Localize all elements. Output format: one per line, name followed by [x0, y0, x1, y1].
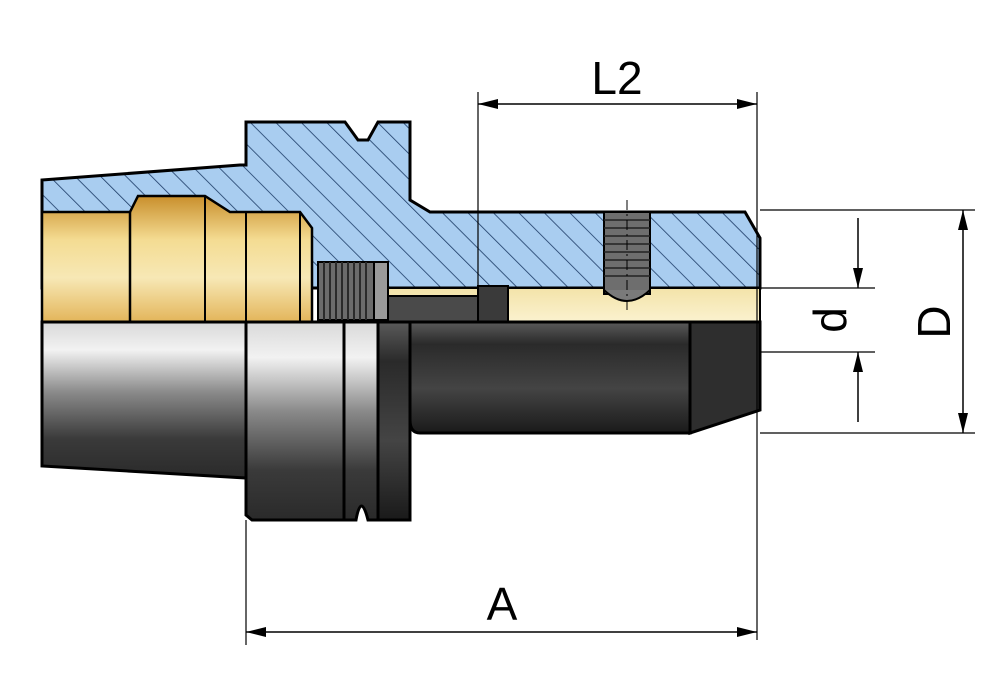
flange	[244, 320, 346, 522]
dimension-l2-label: L2	[591, 52, 642, 104]
dimension-l2: L2	[477, 52, 758, 640]
dimension-big-d: D	[760, 209, 975, 434]
shank-body	[408, 320, 692, 435]
dimension-big-d-label: D	[908, 305, 960, 338]
dimension-d-label: d	[804, 307, 856, 333]
dimension-a-label: A	[487, 578, 518, 630]
dimension-d: d	[760, 218, 875, 422]
bore-cavity	[40, 194, 314, 324]
thread-screw	[317, 261, 375, 321]
shank-nose	[688, 320, 762, 436]
taper-shank	[40, 320, 248, 480]
dimension-a: A	[245, 520, 757, 645]
flange-groove	[342, 320, 380, 522]
